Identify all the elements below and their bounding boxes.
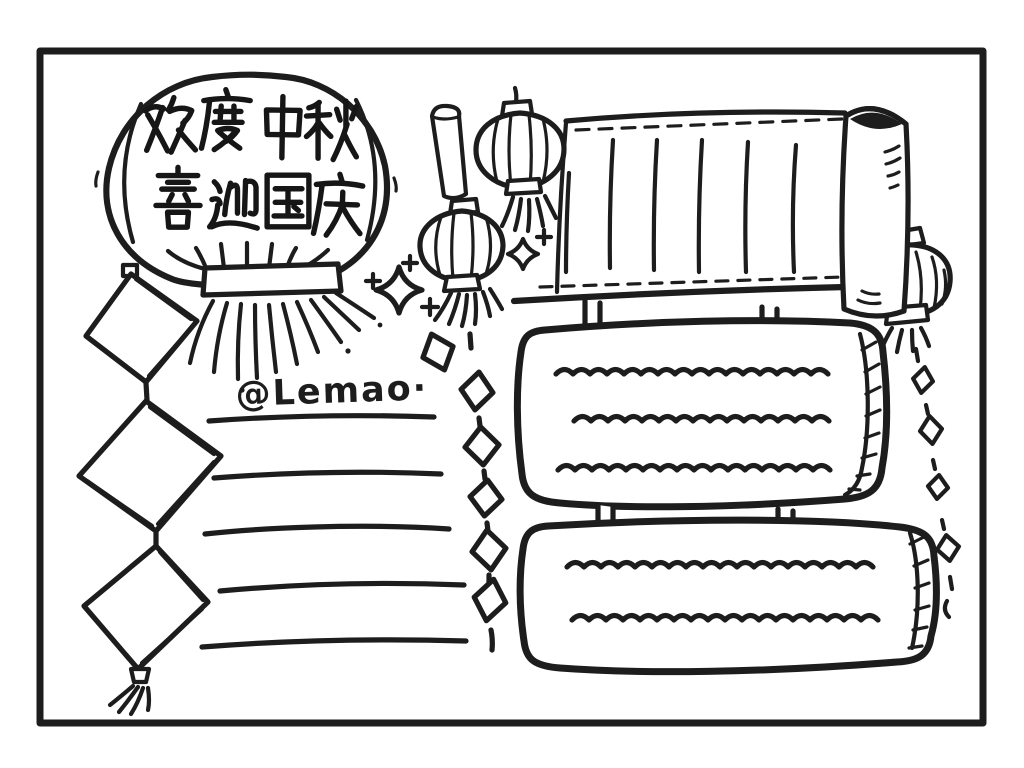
lantern-tassel [432, 286, 505, 329]
signature-text: @Lemao· [235, 368, 429, 415]
diamond-garland-right [910, 346, 961, 620]
firecracker-garland [76, 262, 224, 717]
char-zhong [266, 96, 301, 158]
roll-opening [850, 112, 902, 129]
hanging-pole [429, 103, 469, 201]
plus-twinkle-icon [534, 227, 554, 247]
ruled-line-1 [206, 413, 437, 424]
small-lantern-upper [473, 85, 567, 234]
roll-shading [856, 144, 902, 306]
lantern-tassel [499, 193, 559, 234]
border-frame [36, 47, 987, 727]
writing-area: @Lemao· [199, 368, 469, 650]
scroll-vertical-lines [563, 137, 799, 275]
scroll-roll-cylinder [839, 106, 911, 319]
ruled-line-5 [199, 637, 469, 650]
char-qiu [306, 101, 356, 159]
wavy-text-line [569, 612, 881, 623]
right-edge-lantern [879, 225, 953, 355]
char-xi [156, 167, 200, 227]
char-guo [267, 175, 309, 227]
garland-tassel [107, 683, 152, 717]
diamond-garland-middle [420, 331, 509, 653]
char-huan [145, 97, 196, 153]
lantern-base [200, 261, 344, 298]
board-side-hatch [907, 535, 931, 650]
lantern-right-arc [353, 97, 378, 243]
plus-twinkle-icon [419, 296, 441, 318]
wavy-text-line [571, 413, 832, 424]
scroll-bottom-rod [510, 283, 850, 305]
char-du [201, 90, 250, 150]
ruled-line-2 [211, 469, 444, 481]
scroll [510, 109, 850, 305]
plus-twinkle-icon [363, 271, 383, 291]
ruled-line-3 [202, 523, 452, 537]
ruled-line-4 [217, 580, 467, 594]
char-qing [313, 174, 363, 237]
lantern-title-art [145, 90, 363, 237]
lantern-tassel [879, 325, 932, 355]
wavy-text-line [555, 462, 833, 473]
lantern-ribs [434, 211, 493, 281]
char-ying [210, 181, 258, 229]
wavy-text-line [564, 559, 876, 570]
plus-twinkle-icon [400, 253, 420, 273]
wavy-text-line [553, 366, 831, 377]
small-lantern-lower [417, 196, 506, 329]
scroll-left-edge [554, 120, 569, 295]
lantern-left-arc [122, 101, 144, 245]
garland-knot [128, 666, 152, 685]
sparkle-icon-small [505, 236, 541, 272]
sparkle-icon-large [373, 264, 425, 316]
board-side-hatch [847, 340, 882, 492]
scroll-top-edge [563, 109, 848, 124]
hanging-board-2 [516, 502, 940, 676]
hanging-board-1 [513, 298, 891, 511]
lantern-fringe [187, 290, 377, 382]
